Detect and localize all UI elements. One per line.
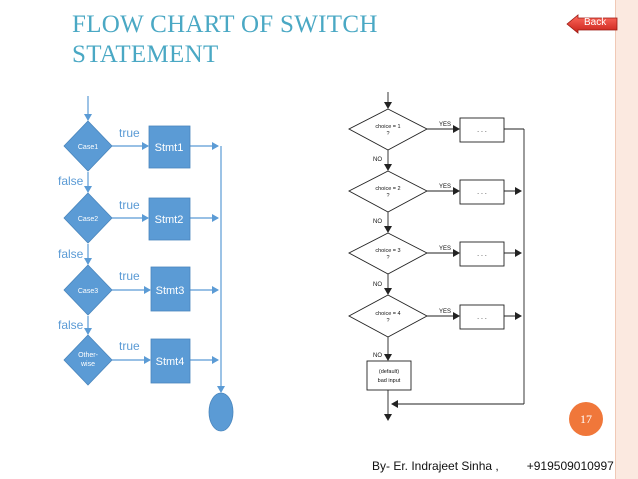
choice4-diamond	[348, 294, 428, 338]
back-arrow-icon	[566, 14, 618, 34]
stmt2-box	[148, 197, 191, 241]
case2-diamond	[63, 192, 113, 244]
case3-diamond	[63, 264, 113, 316]
yes-label-1: YES	[439, 122, 451, 128]
default-box	[366, 360, 412, 391]
no-label-3: NO	[373, 282, 382, 288]
case1-label: Case1	[78, 144, 98, 151]
action-box-1	[459, 117, 505, 143]
rail-divider	[615, 0, 616, 479]
stmt3-box	[150, 266, 191, 312]
action-label-3: . . .	[477, 251, 487, 258]
choice2-line1: choice = 2	[375, 186, 400, 192]
otherwise-label-line2: wise	[80, 361, 95, 368]
page-number-badge: 17	[569, 402, 603, 436]
no-label-2: NO	[373, 219, 382, 225]
stmt4-box	[150, 338, 191, 384]
footer-phone: +919509010997	[526, 459, 614, 473]
false-label-1: false	[58, 174, 84, 188]
choice1-line1: choice = 1	[375, 124, 400, 130]
title-line-2: STATEMENT	[72, 41, 219, 68]
right-decorative-rail	[616, 0, 638, 479]
false-label-2: false	[58, 247, 84, 261]
action-box-4	[459, 304, 505, 330]
title-line-1: FLOW CHART OF SWITCH	[72, 11, 378, 38]
false-label-3: false	[58, 318, 84, 332]
choice1-line2: ?	[386, 131, 389, 137]
default-line2: bad input	[378, 378, 401, 384]
choice3-line1: choice = 3	[375, 248, 400, 254]
choice4-line2: ?	[386, 318, 389, 324]
stmt1-label: Stmt1	[155, 142, 184, 154]
default-line1: (default)	[379, 369, 399, 375]
true-label-1: true	[119, 126, 140, 140]
action-label-4: . . .	[477, 314, 487, 321]
otherwise-diamond	[63, 334, 113, 386]
otherwise-label-line1: Other-	[78, 352, 99, 359]
choice1-diamond	[348, 108, 428, 151]
true-label-4: true	[119, 339, 140, 353]
end-terminal	[208, 392, 234, 432]
choice2-line2: ?	[386, 193, 389, 199]
stmt4-label: Stmt4	[156, 356, 185, 368]
footer-author: By- Er. Indrajeet Sinha ,	[372, 459, 499, 473]
yes-label-3: YES	[439, 246, 451, 252]
case3-label: Case3	[78, 288, 98, 295]
back-button[interactable]: Back	[566, 14, 618, 34]
case1-diamond	[63, 120, 113, 172]
yes-label-2: YES	[439, 184, 451, 190]
stmt1-box	[148, 125, 191, 169]
choice2-diamond	[348, 170, 428, 213]
footer: By- Er. Indrajeet Sinha , +919509010997	[372, 459, 614, 473]
true-label-2: true	[119, 198, 140, 212]
yes-label-4: YES	[439, 309, 451, 315]
action-label-1: . . .	[477, 127, 487, 134]
action-box-3	[459, 241, 505, 267]
stmt3-label: Stmt3	[156, 285, 185, 297]
true-label-3: true	[119, 269, 140, 283]
case2-label: Case2	[78, 216, 98, 223]
back-label: Back	[584, 17, 607, 28]
action-label-2: . . .	[477, 189, 487, 196]
choice3-line2: ?	[386, 255, 389, 261]
choice4-line1: choice = 4	[375, 311, 400, 317]
stmt2-label: Stmt2	[155, 214, 184, 226]
no-label-1: NO	[373, 157, 382, 163]
slide-title: FLOW CHART OF SWITCH STATEMENT	[72, 10, 472, 70]
no-label-4: NO	[373, 353, 382, 359]
action-box-2	[459, 179, 505, 205]
choice3-diamond	[348, 232, 428, 275]
